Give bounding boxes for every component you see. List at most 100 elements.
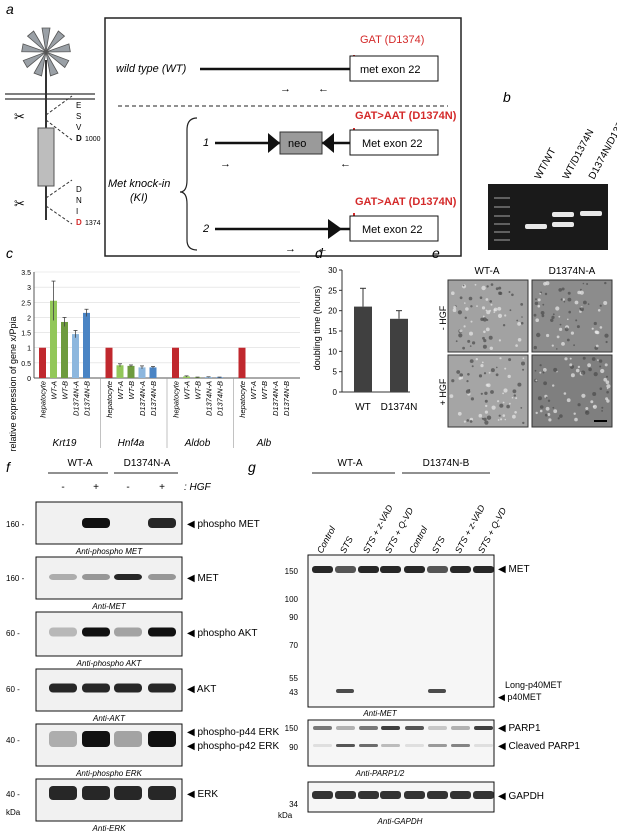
micrograph-cell: [597, 359, 599, 361]
chart-c-ytick: 1.5: [21, 331, 31, 338]
micrograph-cell: [481, 361, 484, 364]
micrograph-cell: [490, 303, 493, 306]
blot-g-gapdh-band: [358, 791, 379, 799]
micrograph-cell: [499, 357, 502, 360]
micrograph-cell: [503, 388, 508, 393]
ki-brace: [179, 117, 198, 251]
pcr-gel: [488, 184, 608, 250]
micrograph-cell: [556, 348, 558, 350]
micrograph-cell: [533, 345, 537, 350]
micrograph-cell: [495, 373, 499, 377]
micrograph-cell: [469, 359, 474, 363]
micrograph-cell: [507, 374, 511, 379]
blot-g-gapdh-band: [450, 791, 471, 799]
micrograph-cell: [593, 372, 598, 377]
micrograph-cell: [545, 396, 548, 399]
micrograph-cell: [561, 342, 565, 346]
blot-g-parp-band: [474, 726, 493, 730]
blot-f-antibody: Anti-phospho MET: [75, 547, 143, 556]
micrograph-cell: [573, 344, 575, 347]
micrograph-cell: [484, 391, 488, 395]
micrograph-cell: [581, 393, 586, 398]
micrograph-cell: [482, 336, 485, 340]
micrograph-cell: [568, 310, 571, 314]
micrograph-cell: [517, 382, 522, 387]
blot-f-band: [49, 627, 77, 637]
micrograph-cell: [543, 282, 547, 286]
micrograph-cell: [606, 384, 611, 389]
micrograph-cell: [567, 297, 572, 302]
chart-c-category-label: D1374N-B: [282, 381, 291, 416]
chart-c-bar: [238, 347, 246, 378]
blot-f-band: [148, 518, 176, 528]
micrograph-cell: [564, 357, 568, 361]
micrograph-cell: [482, 315, 485, 318]
f-treat-4: +: [159, 482, 165, 493]
micrograph-cell: [604, 333, 609, 338]
chart-d-ytick: 10: [328, 347, 337, 356]
micrograph-cell: [471, 365, 474, 368]
blot-f-band: [82, 518, 110, 528]
micrograph-cell: [588, 367, 592, 372]
f-kda-label: kDa: [6, 808, 21, 817]
micrograph-cell: [516, 319, 519, 322]
micrograph-cell: [542, 368, 547, 372]
blot-f-antibody: Anti-ERK: [92, 824, 127, 833]
micrograph-cell: [515, 397, 518, 400]
micrograph-cell: [467, 373, 470, 376]
micrograph-cell: [575, 319, 578, 322]
blot-g-gapdh-antibody: Anti-GAPDH: [377, 817, 423, 826]
micrograph-cell: [486, 310, 491, 315]
blot-f-band: [148, 627, 176, 637]
micrograph-cell: [489, 300, 493, 303]
micrograph-cell: [465, 389, 471, 394]
chart-c-category-label: D1374N-A: [72, 381, 81, 416]
micrograph-cell: [580, 288, 582, 291]
micrograph-cell: [536, 332, 541, 338]
blot-f-band: [49, 574, 77, 580]
micrograph-cell: [537, 396, 542, 401]
chart-c-bar: [72, 334, 79, 378]
micrograph-cell: [585, 410, 588, 413]
chart-c-bar: [83, 312, 90, 378]
blot-f-mw: 60 -: [6, 629, 20, 638]
blot-g-parp-mw: 150: [285, 724, 299, 733]
allele1-number: 1: [203, 137, 209, 149]
micrograph-cell: [498, 414, 501, 417]
micrographs: [447, 279, 613, 428]
chart-c-category-label: WT-A: [50, 381, 59, 399]
micrograph-cell: [483, 417, 487, 421]
micrograph-cell: [481, 285, 486, 291]
micrograph-cell: [522, 421, 525, 425]
chart-c-category-label: WT-A: [183, 381, 192, 399]
micrograph-cell: [517, 338, 522, 342]
micrograph-cell: [577, 365, 581, 369]
micrograph-cell: [599, 304, 602, 307]
micrograph-cell: [592, 392, 597, 396]
micrograph-cell: [498, 291, 502, 295]
residue-i: I: [76, 207, 78, 216]
micrograph-cell: [606, 390, 609, 394]
micrograph-cell: [490, 283, 494, 286]
micrograph-cell: [560, 298, 563, 301]
micrograph-cell: [541, 314, 545, 318]
blot-g-parp-band: [381, 726, 400, 730]
blot-f-band: [114, 731, 142, 747]
chart-c-group-label: Krt19: [53, 438, 77, 449]
wt-primer-reverse-icon: ←: [318, 83, 329, 95]
micrograph-cell: [537, 298, 541, 302]
chart-c-category-label: WT-B: [61, 381, 70, 399]
blot-g-parp-mw: 90: [289, 743, 298, 752]
micrograph-cell: [485, 404, 488, 408]
micrograph-cell: [456, 370, 461, 374]
micrograph-cell: [564, 327, 569, 332]
g-group-ki: D1374N-B: [423, 458, 470, 469]
blot-f-target: ◀ MET: [187, 573, 219, 584]
micrograph-cell: [569, 363, 573, 367]
chart-c-bar: [61, 321, 68, 378]
micrograph-cell: [540, 311, 545, 315]
micrograph-cell: [597, 309, 601, 312]
